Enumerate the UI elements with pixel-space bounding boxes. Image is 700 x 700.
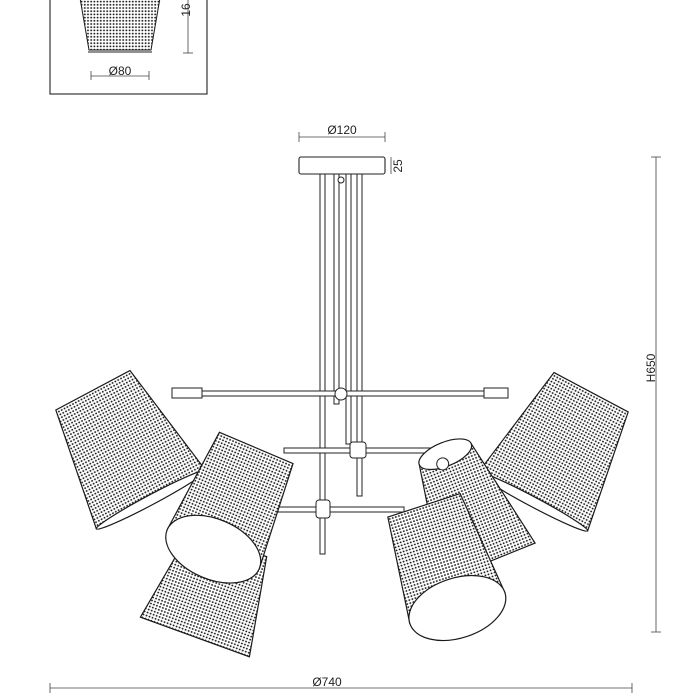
canopy-plate — [298, 156, 386, 175]
shade-far-right — [477, 371, 629, 532]
overall-width-label: Ø740 — [312, 675, 342, 689]
stem-joint-top — [337, 176, 345, 184]
canopy-width-label: Ø120 — [327, 123, 357, 137]
arms — [171, 387, 509, 519]
arm-top-cap-left — [171, 387, 203, 399]
stem-4 — [356, 173, 363, 497]
ceiling-canopy: Ø120 25 — [298, 123, 405, 175]
shade-detail-inset: Ø80 16 — [49, 0, 208, 95]
inset-shade — [79, 0, 161, 51]
stem-2 — [333, 173, 340, 405]
inset-frame — [49, 0, 208, 95]
inset-height-label: 16 — [179, 3, 193, 17]
shade-far-left — [55, 369, 207, 530]
arm-lower-hub — [315, 499, 331, 519]
arm-lower — [277, 506, 405, 513]
canopy-height-label: 25 — [391, 159, 405, 173]
overall-width-dimension: Ø740 — [49, 675, 633, 693]
lamp-shades — [55, 369, 629, 658]
overall-height-dimension: H650 — [644, 156, 661, 633]
central-stems — [319, 173, 363, 555]
stem-3 — [345, 173, 352, 445]
inset-width-label: Ø80 — [109, 64, 132, 78]
shade-middle-left-front — [165, 431, 294, 584]
arm-top-cap-right — [483, 387, 509, 399]
stem-1 — [319, 173, 326, 555]
arm-middle-hub — [349, 441, 367, 459]
overall-height-label: H650 — [644, 353, 658, 382]
arm-top-hub — [334, 387, 348, 401]
shade-right-front — [387, 492, 507, 642]
